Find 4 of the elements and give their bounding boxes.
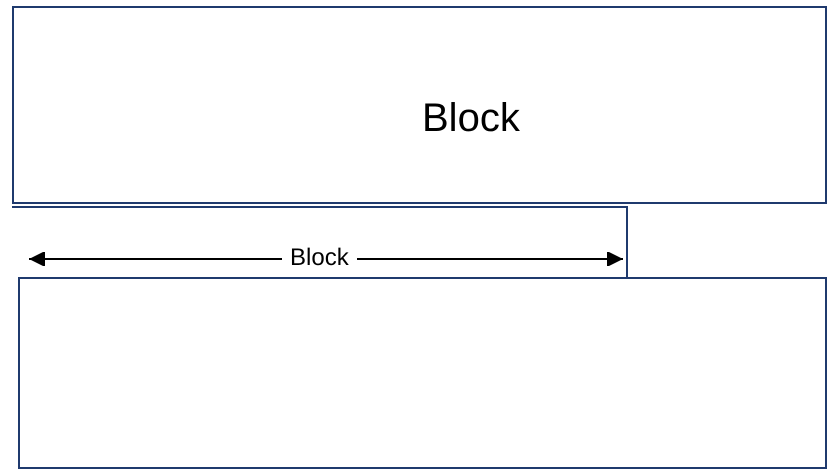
block-outline (18, 277, 827, 469)
block-outline (12, 206, 628, 279)
block-label: Block (422, 98, 520, 138)
block-outline (12, 6, 827, 204)
